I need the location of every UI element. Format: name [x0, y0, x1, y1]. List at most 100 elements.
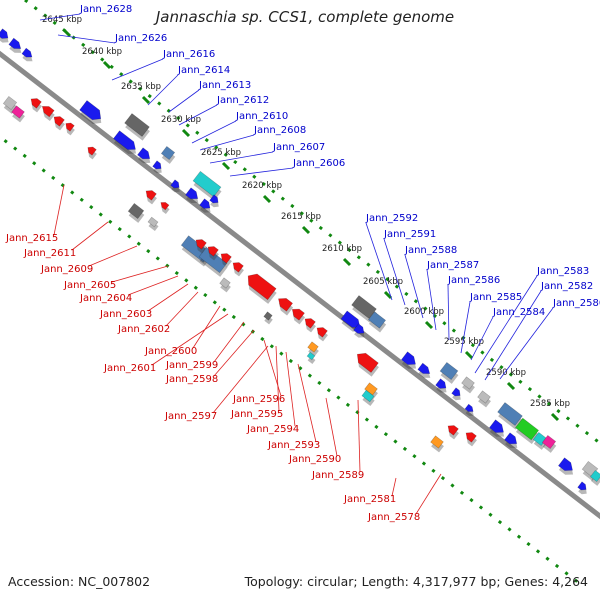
- leader-line: [71, 221, 109, 251]
- scale-tick: [506, 381, 516, 391]
- gene-label-forward: Jann_2585: [469, 292, 522, 303]
- gene-feature: [160, 145, 176, 164]
- scale-tick: [464, 350, 474, 360]
- kbp-label: 2625 kbp: [201, 148, 241, 158]
- gene-label-reverse: Jann_2578: [367, 512, 420, 523]
- leader-line: [404, 254, 424, 319]
- leader-line: [39, 13, 81, 21]
- accession-text: Accession: NC_007802: [8, 574, 150, 589]
- leader-line: [191, 120, 237, 144]
- gene-label-forward: Jann_2592: [365, 213, 418, 224]
- gene-feature: [541, 434, 557, 453]
- gene-label-forward: Jann_2614: [177, 65, 230, 76]
- gene-feature: [41, 106, 55, 122]
- gene-feature: [461, 376, 475, 394]
- leader-line: [57, 34, 116, 44]
- scale-tick: [383, 290, 393, 300]
- gene-feature: [451, 387, 461, 401]
- gene-feature: [577, 481, 587, 495]
- gene-label-forward: Jann_2606: [292, 158, 345, 169]
- leader-line: [192, 305, 221, 349]
- leader-line: [470, 316, 494, 361]
- gene-label-reverse: Jann_2581: [343, 494, 396, 505]
- gene-label-reverse: Jann_2611: [23, 248, 76, 259]
- gene-feature: [170, 179, 180, 193]
- kbp-label: 2600 kbp: [404, 307, 444, 317]
- gene-feature: [464, 403, 474, 416]
- gene-feature: [30, 98, 42, 113]
- kbp-label: 2595 kbp: [444, 337, 484, 347]
- gene-label-reverse: Jann_2598: [165, 374, 218, 385]
- gene-label-forward: Jann_2580: [552, 298, 600, 309]
- gene-label-forward: Jann_2582: [540, 281, 593, 292]
- gene-feature: [207, 246, 219, 261]
- gene-feature: [87, 146, 97, 160]
- leader-line: [474, 275, 538, 374]
- leader-line: [147, 74, 179, 106]
- gene-feature: [356, 352, 379, 377]
- kbp-label: 2635 kbp: [121, 82, 161, 92]
- gene-feature: [137, 147, 151, 164]
- gene-feature: [291, 308, 306, 325]
- gene-label-forward: Jann_2584: [492, 307, 545, 318]
- leader-line: [199, 134, 255, 151]
- gene-feature: [514, 417, 540, 445]
- gene-feature: [439, 361, 459, 384]
- leader-line: [447, 284, 450, 341]
- leader-line: [111, 265, 169, 283]
- gene-feature: [232, 262, 244, 277]
- gene-labels: Jann_2628Jann_2626Jann_2616Jann_2614Jann…: [5, 4, 600, 523]
- gene-feature: [53, 116, 65, 131]
- gene-feature: [220, 253, 232, 268]
- gene-feature: [127, 202, 145, 223]
- gene-label-forward: Jann_2610: [235, 111, 288, 122]
- leader-line: [151, 313, 229, 366]
- kbp-label: 2605 kbp: [363, 277, 403, 287]
- gene-label-forward: Jann_2588: [404, 245, 457, 256]
- gene-label-forward: Jann_2586: [447, 275, 500, 286]
- gene-label-reverse: Jann_2603: [99, 309, 152, 320]
- gene-feature: [8, 37, 22, 53]
- kbp-label: 2590 kbp: [486, 368, 526, 378]
- gene-label-reverse: Jann_2604: [79, 293, 132, 304]
- scale-tick: [550, 412, 560, 422]
- leader-line: [209, 151, 274, 164]
- scale-tick: [342, 257, 352, 267]
- gene-feature: [79, 100, 102, 125]
- gene-feature: [195, 239, 207, 254]
- gene-feature: [0, 28, 9, 43]
- scale-tick: [221, 161, 231, 171]
- gene-feature: [199, 198, 211, 213]
- scale-tick: [262, 194, 272, 204]
- gene-feature: [497, 402, 523, 430]
- map-title: Jannaschia sp. CCS1, complete genome: [153, 8, 454, 26]
- kbp-label: 2615 kbp: [281, 212, 321, 222]
- gene-feature: [307, 341, 319, 357]
- gene-feature: [278, 298, 294, 316]
- gene-label-reverse: Jann_2615: [5, 233, 58, 244]
- gene-label-forward: Jann_2612: [216, 95, 269, 106]
- gene-feature: [306, 351, 316, 365]
- gene-feature: [477, 390, 491, 408]
- gene-feature: [11, 105, 25, 123]
- gene-feature: [152, 160, 162, 174]
- gene-feature: [147, 216, 159, 232]
- gene-feature: [316, 327, 328, 342]
- genome-backbone: [0, 50, 600, 520]
- leader-line: [53, 184, 65, 236]
- gene-label-reverse: Jann_2589: [311, 470, 364, 481]
- leader-line: [484, 290, 542, 381]
- gene-feature: [247, 273, 277, 304]
- leader-line: [285, 351, 296, 427]
- gene-feature: [447, 425, 459, 440]
- gene-label-reverse: Jann_2594: [246, 424, 299, 435]
- gene-label-forward: Jann_2616: [162, 49, 215, 60]
- leader-line: [111, 58, 164, 81]
- kbp-label: 2610 kbp: [322, 244, 362, 254]
- gene-feature: [361, 389, 375, 407]
- leader-line: [165, 291, 199, 327]
- gene-feature: [263, 311, 273, 325]
- scale-tick: [102, 60, 112, 70]
